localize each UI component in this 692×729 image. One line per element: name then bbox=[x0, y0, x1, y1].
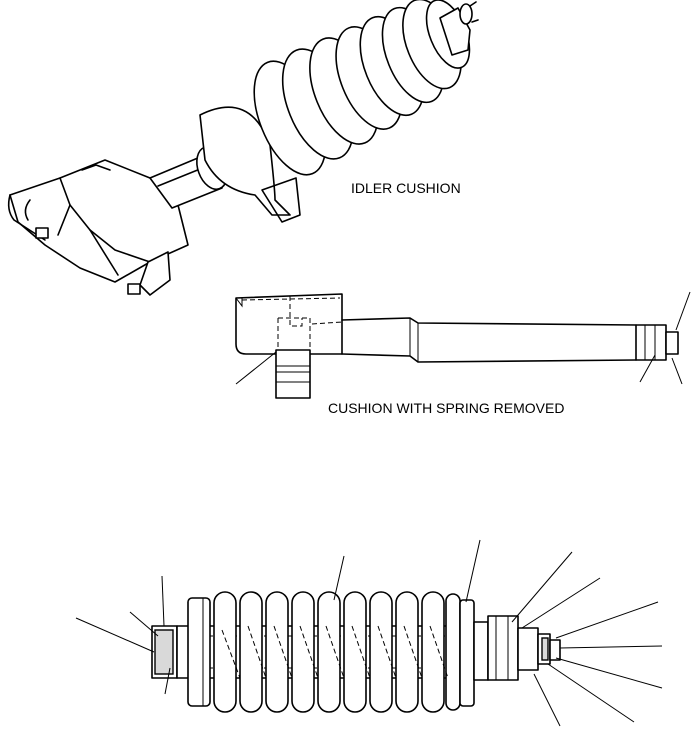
idler-cushion-illustration bbox=[7, 0, 479, 296]
yoke-bracket bbox=[7, 159, 189, 296]
leader-lines-bottom bbox=[75, 539, 663, 727]
leader-lines-middle bbox=[235, 291, 691, 385]
caption-cushion-spring-removed: CUSHION WITH SPRING REMOVED bbox=[328, 400, 564, 416]
end-fitting bbox=[635, 324, 679, 361]
cushion-assembly-sectional-view bbox=[75, 539, 663, 727]
bracket-outline bbox=[235, 293, 343, 355]
cylinder-tube bbox=[341, 317, 637, 363]
end-cap-valve bbox=[439, 1, 479, 56]
right-end-assembly bbox=[473, 615, 561, 681]
caption-idler-cushion: IDLER CUSHION bbox=[351, 180, 461, 196]
recoil-spring bbox=[199, 0, 471, 223]
cushion-spring-removed-illustration bbox=[235, 291, 691, 399]
yoke-block bbox=[151, 625, 190, 679]
foot-block bbox=[275, 349, 311, 399]
left-spring-plate bbox=[187, 597, 211, 707]
right-spring-plate bbox=[459, 599, 475, 707]
spring-coils bbox=[213, 591, 461, 713]
